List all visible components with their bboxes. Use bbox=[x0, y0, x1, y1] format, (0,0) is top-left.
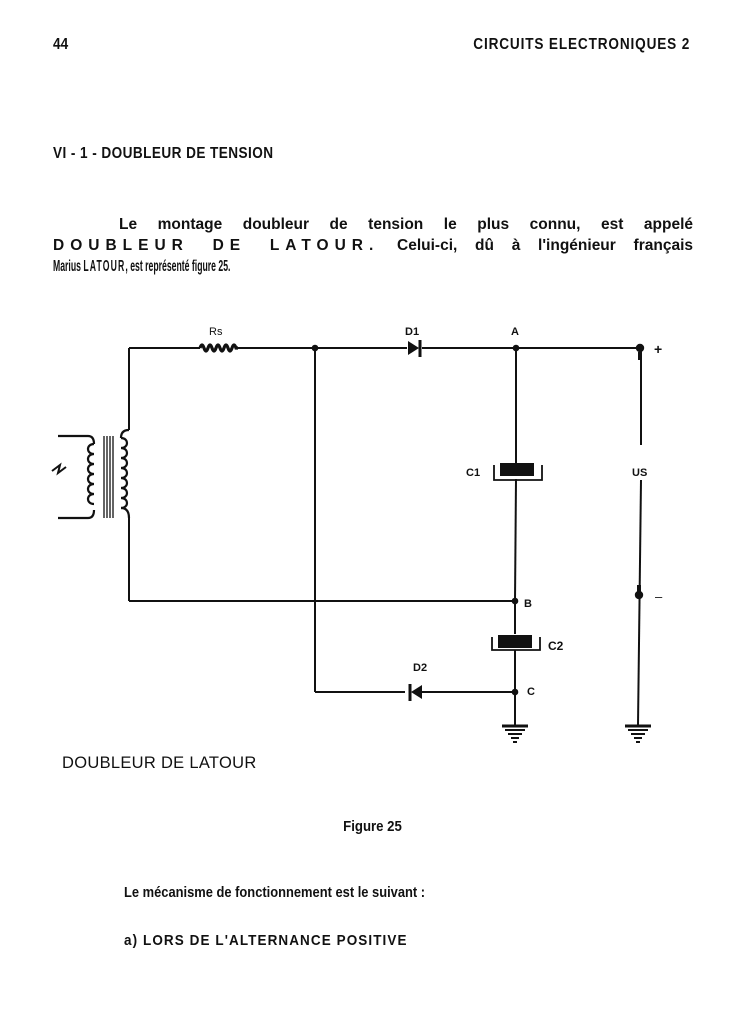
paragraph-line-1: Le montage doubleur de tension le plus c… bbox=[119, 216, 693, 233]
ground-icon-left bbox=[502, 724, 528, 743]
paragraph-line-2-text: Celui-ci, dû à l'ingénieur français bbox=[379, 237, 693, 254]
diode-d2-icon bbox=[408, 684, 422, 701]
label-rs: Rs bbox=[209, 326, 223, 338]
paragraph-line-3-text: , est représenté figure 25. bbox=[125, 258, 231, 275]
label-c1: C1 bbox=[466, 467, 480, 479]
figure-number: Figure 25 bbox=[343, 818, 402, 835]
intro-paragraph: Le montage doubleur de tension le plus c… bbox=[53, 214, 693, 277]
transformer-icon bbox=[51, 428, 131, 520]
label-d2: D2 bbox=[413, 662, 427, 674]
paragraph-line-2: DOUBLEUR DE LATOUR. Celui-ci, dû à l'ing… bbox=[53, 235, 693, 256]
circuit-diagram: Rs D1 A + C1 US B – C2 D2 C bbox=[51, 326, 663, 743]
ground-icon-right bbox=[625, 724, 651, 743]
label-us: US bbox=[632, 467, 647, 479]
wire-output-lower bbox=[637, 479, 642, 726]
section-title: VI - 1 - DOUBLEUR DE TENSION bbox=[53, 145, 274, 162]
label-node-b: B bbox=[524, 598, 532, 610]
output-plus-terminal bbox=[635, 343, 645, 353]
figure-caption-title: DOUBLEUR DE LATOUR bbox=[62, 754, 257, 772]
node-c-dot bbox=[511, 688, 519, 696]
capacitor-c2-icon bbox=[491, 635, 541, 651]
node-a-dot bbox=[512, 344, 520, 352]
page-number: 44 bbox=[53, 36, 69, 53]
emphasis-latour: LATOUR bbox=[83, 258, 126, 275]
label-minus: – bbox=[655, 589, 663, 604]
label-node-c: C bbox=[527, 686, 535, 698]
label-d1: D1 bbox=[405, 326, 419, 338]
paragraph-line-3-start: Marius bbox=[53, 258, 84, 275]
mechanism-intro: Le mécanisme de fonctionnement est le su… bbox=[124, 884, 426, 901]
label-c2: C2 bbox=[548, 639, 564, 653]
running-header: CIRCUITS ELECTRONIQUES 2 bbox=[473, 36, 690, 53]
paragraph-line-3: Marius LATOUR, est représenté figure 25. bbox=[53, 256, 411, 277]
capacitor-c1-icon bbox=[493, 463, 543, 481]
resistor-rs-icon bbox=[198, 343, 238, 353]
emphasis-doubleur-de-latour: DOUBLEUR DE LATOUR. bbox=[53, 237, 380, 254]
node-b-dot bbox=[511, 597, 519, 605]
subheading-positive-alternation: a) LORS DE L'ALTERNANCE POSITIVE bbox=[124, 932, 408, 949]
label-node-a: A bbox=[511, 326, 519, 338]
label-plus: + bbox=[654, 341, 662, 357]
wire-c1-to-b bbox=[514, 478, 517, 602]
diode-d1-icon bbox=[408, 340, 422, 357]
junction-dot-top bbox=[311, 344, 319, 352]
output-minus-terminal bbox=[634, 590, 644, 600]
